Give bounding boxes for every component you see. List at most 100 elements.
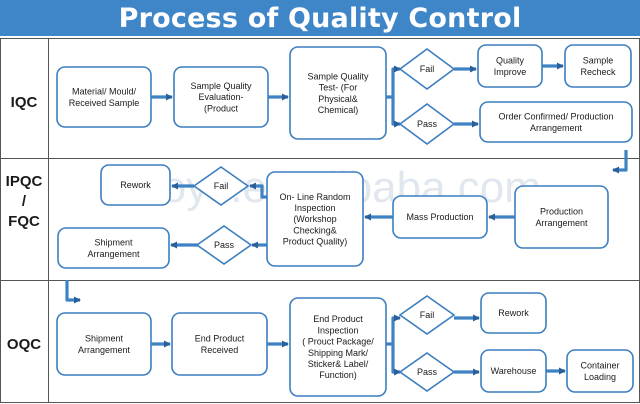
box-label-line: Sticker& Label/ bbox=[308, 359, 369, 369]
box-label-line: End Product bbox=[195, 334, 245, 344]
box-label-line: Warehouse bbox=[491, 366, 537, 376]
box-label-line: Recheck bbox=[580, 67, 616, 77]
box-shape bbox=[566, 349, 634, 393]
box-label-line: (Workshop bbox=[293, 214, 336, 224]
box-label-line: Rework bbox=[498, 308, 529, 318]
stage-label-line: IPQC bbox=[6, 173, 43, 190]
box-label-line: (Product bbox=[204, 103, 239, 113]
box-label-line: Product Quality) bbox=[283, 237, 348, 247]
box-label-line: Inspection bbox=[317, 325, 358, 335]
box-shape bbox=[289, 297, 387, 397]
box-label-line: Rework bbox=[120, 180, 151, 190]
flow-arrow bbox=[386, 65, 401, 99]
box-label-line: Arrangement bbox=[87, 249, 140, 259]
decision-iqc-pass: Pass bbox=[398, 103, 456, 145]
box-warehouse: Warehouse bbox=[480, 349, 547, 393]
box-shape bbox=[392, 195, 488, 239]
box-rework-ipqc: Rework bbox=[100, 164, 171, 206]
stage-label-line: / bbox=[22, 193, 27, 210]
box-shape bbox=[100, 164, 171, 206]
box-label-line: Checking& bbox=[293, 225, 337, 235]
box-label-line: Sample Quality bbox=[190, 81, 252, 91]
box-shape bbox=[477, 44, 543, 88]
decision-shape bbox=[192, 166, 250, 206]
box-label-line: Arrangement bbox=[535, 218, 588, 228]
box-label-line: Sample Quality bbox=[307, 71, 369, 81]
box-label-line: Function) bbox=[319, 370, 357, 380]
title-banner: Process of Quality Control bbox=[0, 0, 640, 36]
box-shape bbox=[56, 66, 152, 128]
box-label-line: Quality bbox=[496, 56, 525, 66]
decision-label: Pass bbox=[214, 240, 235, 250]
box-rework-oqc: Rework bbox=[480, 292, 547, 334]
decision-ipqc-pass: Pass bbox=[195, 225, 253, 265]
box-shape bbox=[564, 44, 632, 88]
decision-label: Fail bbox=[420, 64, 435, 74]
box-shape bbox=[173, 66, 269, 128]
box-shape bbox=[56, 312, 152, 376]
decision-label: Fail bbox=[214, 181, 229, 191]
box-label-line: Shipment bbox=[94, 238, 133, 248]
decision-iqc-fail: Fail bbox=[398, 48, 456, 90]
box-label-line: Sample bbox=[583, 56, 614, 66]
box-shape bbox=[479, 101, 633, 143]
decision-label: Pass bbox=[417, 367, 438, 377]
box-shape bbox=[480, 349, 547, 393]
decision-shape bbox=[195, 225, 253, 265]
flow-arrow bbox=[391, 97, 401, 128]
decision-oqc-pass: Pass bbox=[398, 352, 456, 392]
stage-label-ipqc: IPQC / FQC bbox=[6, 173, 43, 230]
box-label-line: Chemical) bbox=[318, 105, 359, 115]
stage-label-line: IQC bbox=[11, 94, 38, 111]
flow-arrow bbox=[249, 182, 267, 199]
stage-label-line: OQC bbox=[7, 336, 41, 353]
decision-shape bbox=[398, 103, 456, 145]
decision-label: Fail bbox=[420, 310, 435, 320]
box-shape bbox=[57, 227, 170, 269]
box-label-line: Received Sample bbox=[69, 98, 140, 108]
box-label-line: Inspection bbox=[294, 203, 335, 213]
box-mass-production: Mass Production bbox=[392, 195, 488, 239]
box-label-line: End Product bbox=[313, 314, 363, 324]
decision-shape bbox=[398, 352, 456, 392]
box-label-line: Container bbox=[580, 361, 619, 371]
box-label-line: Test- (For bbox=[319, 83, 358, 93]
box-label-line: Improve bbox=[494, 67, 527, 77]
box-shape bbox=[480, 292, 547, 334]
box-label-line: Shipping Mark/ bbox=[308, 348, 369, 358]
box-shape bbox=[171, 312, 268, 376]
box-label-line: On- Line Random bbox=[279, 192, 350, 202]
box-shape bbox=[266, 171, 364, 267]
box-material-mould-received-sample: Material/ Mould/Received Sample bbox=[56, 66, 152, 128]
stage-label-oqc: OQC bbox=[7, 336, 41, 353]
box-label-line: Production bbox=[540, 207, 583, 217]
flow-arrow bbox=[65, 280, 81, 304]
box-label-line: Material/ Mould/ bbox=[72, 87, 137, 97]
decision-oqc-fail: Fail bbox=[398, 295, 456, 335]
box-label-line: Shipment bbox=[85, 334, 124, 344]
box-shape bbox=[289, 46, 387, 140]
flow-arrow bbox=[391, 344, 401, 376]
box-label-line: Order Confirmed/ Production bbox=[498, 112, 613, 122]
box-shape bbox=[514, 185, 609, 249]
decision-shape bbox=[398, 295, 456, 335]
box-label-line: ( Prouct Package/ bbox=[302, 337, 374, 347]
decision-ipqc-fail: Fail bbox=[192, 166, 250, 206]
decision-shape bbox=[398, 48, 456, 90]
decision-label: Pass bbox=[417, 119, 438, 129]
box-online-inspection: On- Line RandomInspection(WorkshopChecki… bbox=[266, 171, 364, 267]
stage-label-line: FQC bbox=[8, 213, 40, 230]
box-label-line: Physical& bbox=[318, 94, 358, 104]
